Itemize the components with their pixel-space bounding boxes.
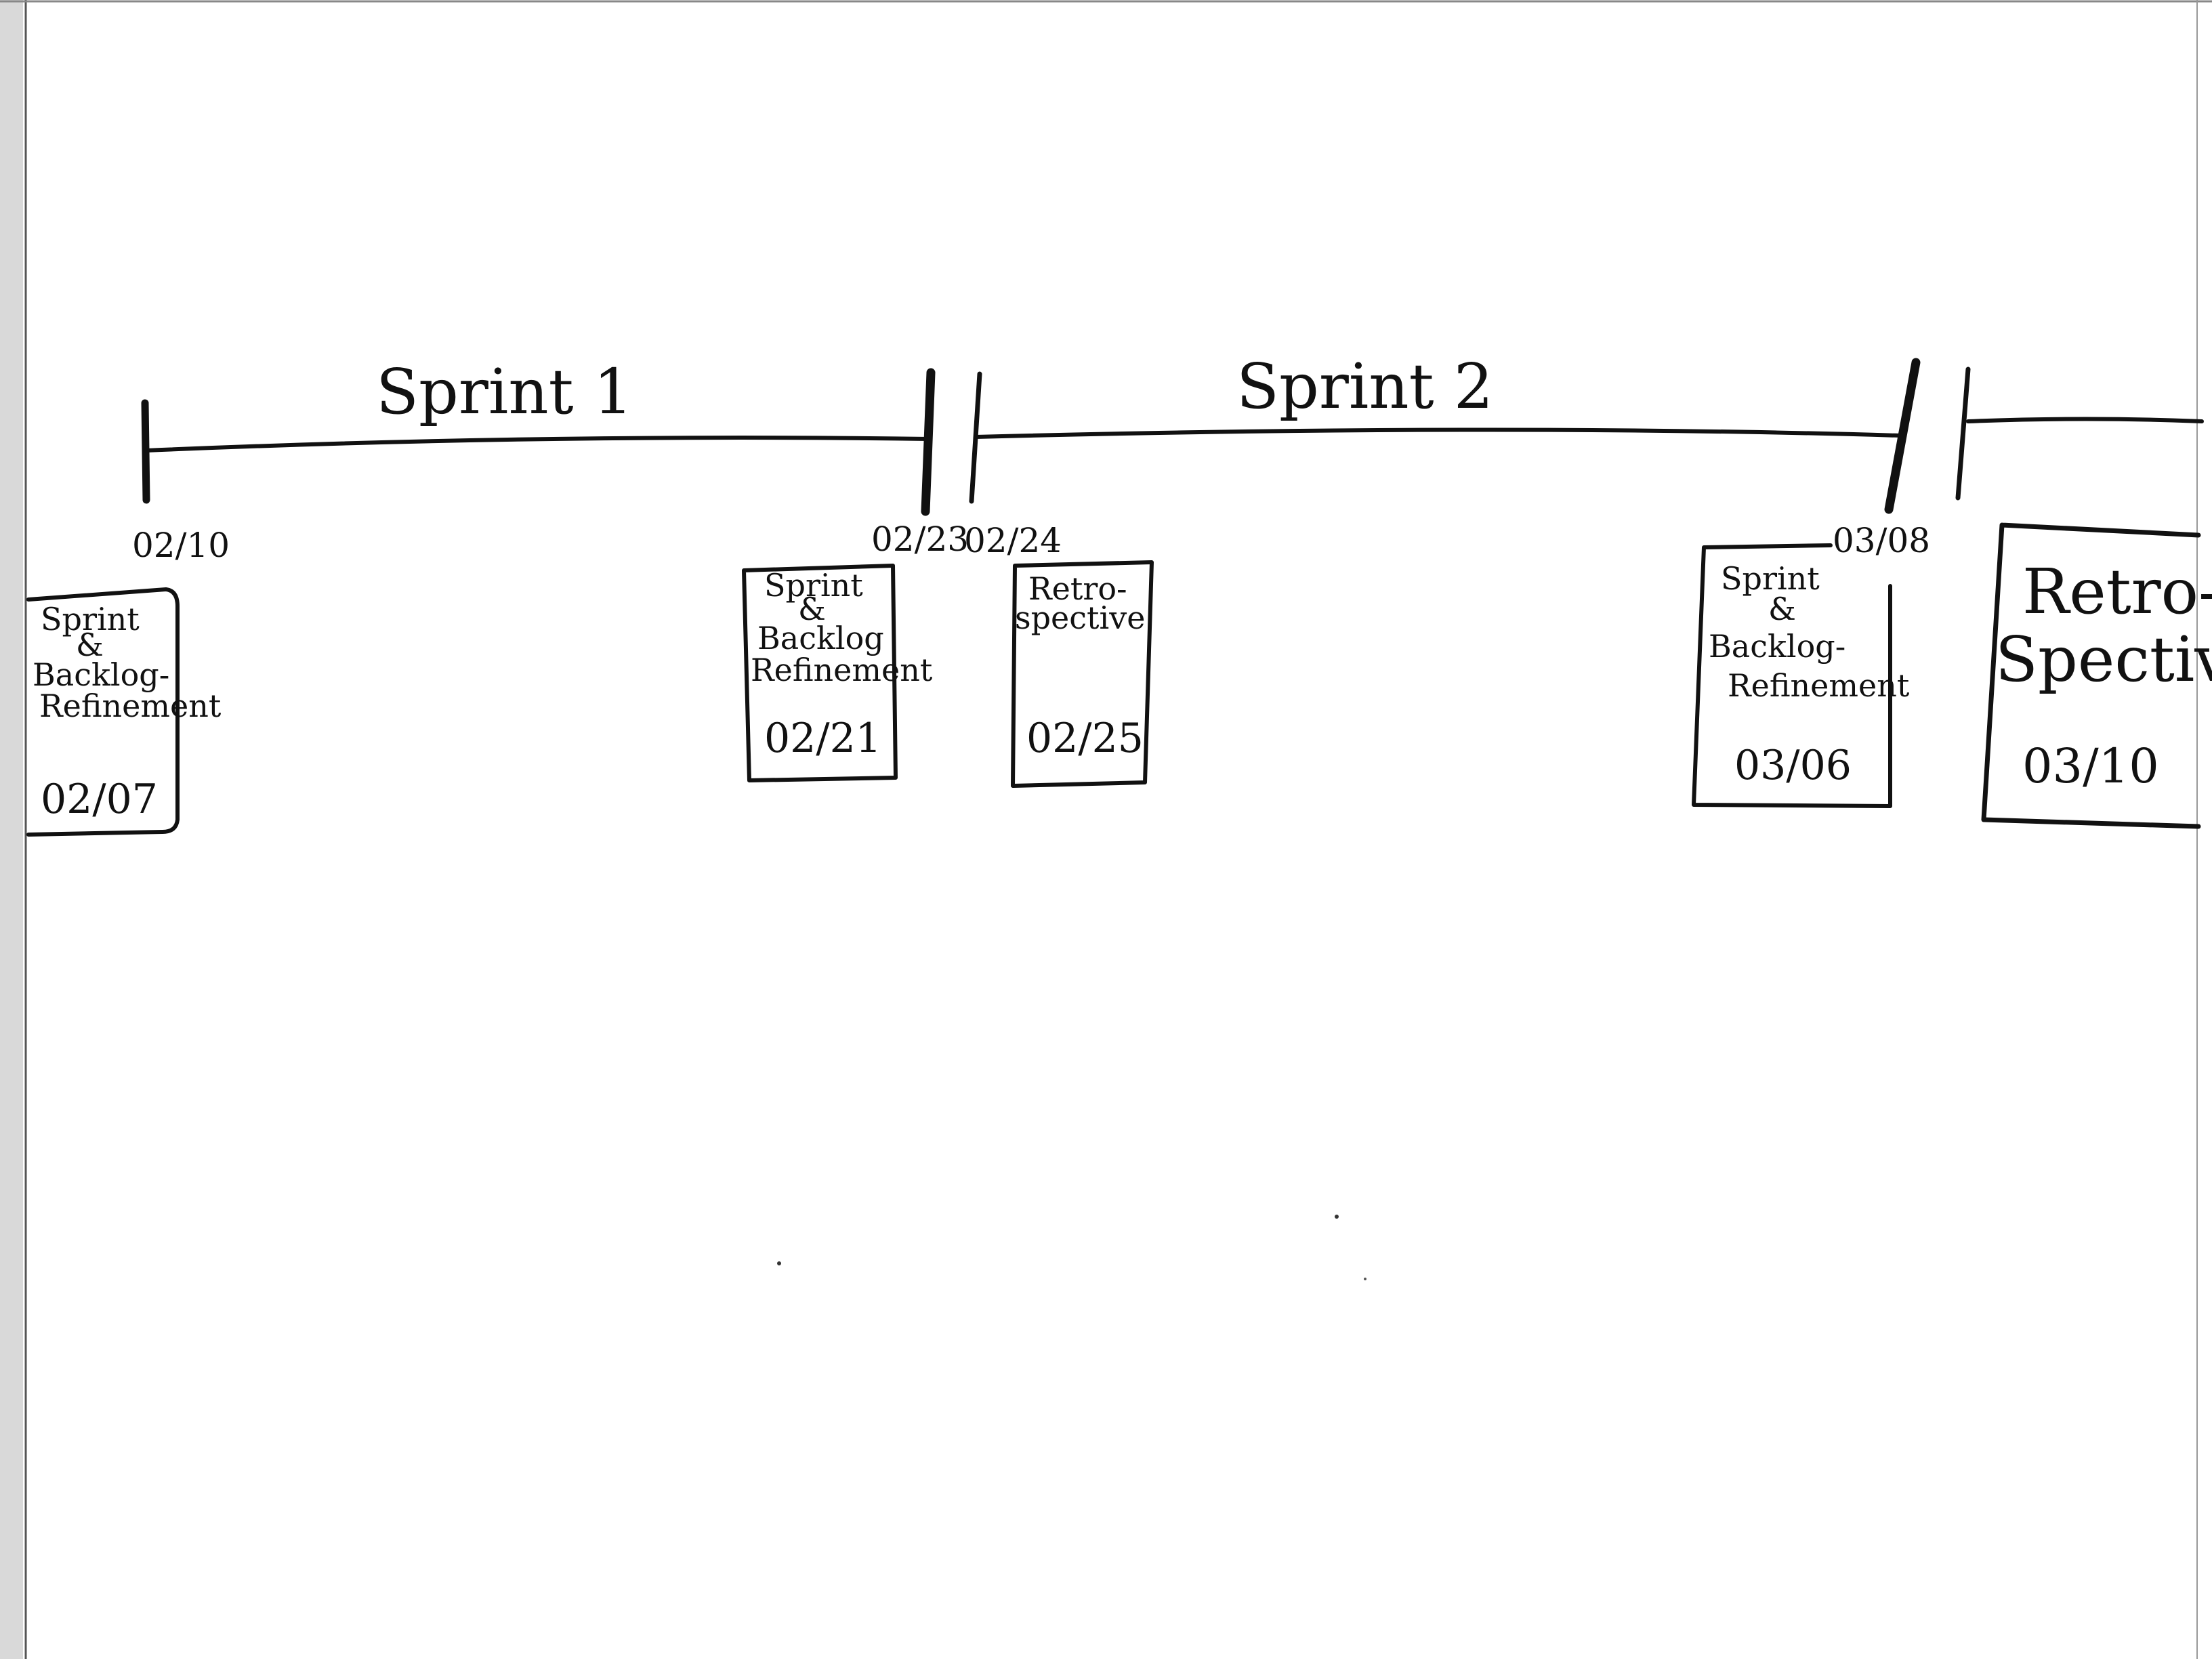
card-3-line-2: spective (1015, 600, 1145, 636)
card-2-line-1: Sprint (764, 567, 863, 604)
card-1-border (26, 587, 180, 837)
card-4-line-2: & (1768, 591, 1796, 627)
sprint-2-end-tick (1884, 358, 1921, 514)
card-5-date: 03/10 (2022, 738, 2159, 794)
card-sprint-backlog-refinement-3: Sprint & Backlog- Refinement 03/06 (1692, 543, 1910, 808)
stray-dot-1 (777, 1261, 781, 1265)
card-2-line-3: Backlog (757, 620, 884, 656)
sprint-1-end-date: 02/23 (871, 520, 969, 559)
sprint-2-title: Sprint 2 (1236, 350, 1493, 423)
card-sprint-backlog-refinement-2: Sprint & Backlog Refinement 02/21 (742, 564, 933, 782)
card-4-line-3: Backlog- (1709, 628, 1845, 665)
sprint-1-end-tick (921, 368, 936, 516)
card-4-line-4: Refinement (1728, 667, 1910, 704)
card-2-line-4: Refinement (751, 652, 933, 688)
card-2-date: 02/21 (764, 715, 881, 762)
card-1-line-1: Sprint (41, 601, 140, 637)
card-retrospective-2: Retro- Spective 03/10 (1981, 522, 2212, 829)
sprint-3-segment (1955, 366, 2204, 501)
card-5-border (1981, 522, 2201, 829)
card-2-border (742, 564, 898, 782)
card-1-date: 02/07 (41, 776, 158, 823)
stray-dot-3 (1364, 1278, 1366, 1280)
sprint-1-title: Sprint 1 (376, 356, 633, 428)
sprint-1-start-date: 02/10 (132, 526, 230, 565)
sprint-2-start-date: 02/24 (964, 521, 1062, 560)
card-3-line-1: Retro- (1028, 570, 1127, 607)
card-sprint-backlog-refinement-1: Sprint & Backlog- Refinement 02/07 (26, 587, 222, 837)
left-edge-shadow (0, 0, 23, 1659)
sprint-2-segment: Sprint 2 02/24 03/08 (964, 350, 1930, 560)
card-retrospective-1: Retro- spective 02/25 (1011, 560, 1154, 788)
card-4-border (1692, 543, 1892, 808)
sprint-1-line (144, 436, 932, 453)
card-3-border (1011, 560, 1154, 788)
card-3-date: 02/25 (1026, 715, 1144, 762)
card-4-date: 03/06 (1734, 742, 1852, 789)
card-2-line-2: & (798, 591, 826, 627)
card-5-line-2: Spective (1995, 623, 2212, 696)
sprint-1-segment: Sprint 1 02/10 02/23 (132, 356, 969, 565)
sprint-3-line (1966, 417, 2204, 423)
card-1-line-2: & (76, 627, 104, 663)
card-1-line-3: Backlog- (33, 656, 169, 693)
stray-dot-2 (1335, 1215, 1339, 1219)
card-1-line-4: Refinement (39, 688, 222, 724)
card-4-line-1: Sprint (1721, 560, 1820, 597)
card-5-line-1: Retro- (2022, 555, 2212, 628)
sprint-3-start-tick (1955, 366, 1971, 501)
sprint-2-end-date: 03/08 (1833, 521, 1930, 560)
sprint-2-line (974, 427, 1902, 439)
